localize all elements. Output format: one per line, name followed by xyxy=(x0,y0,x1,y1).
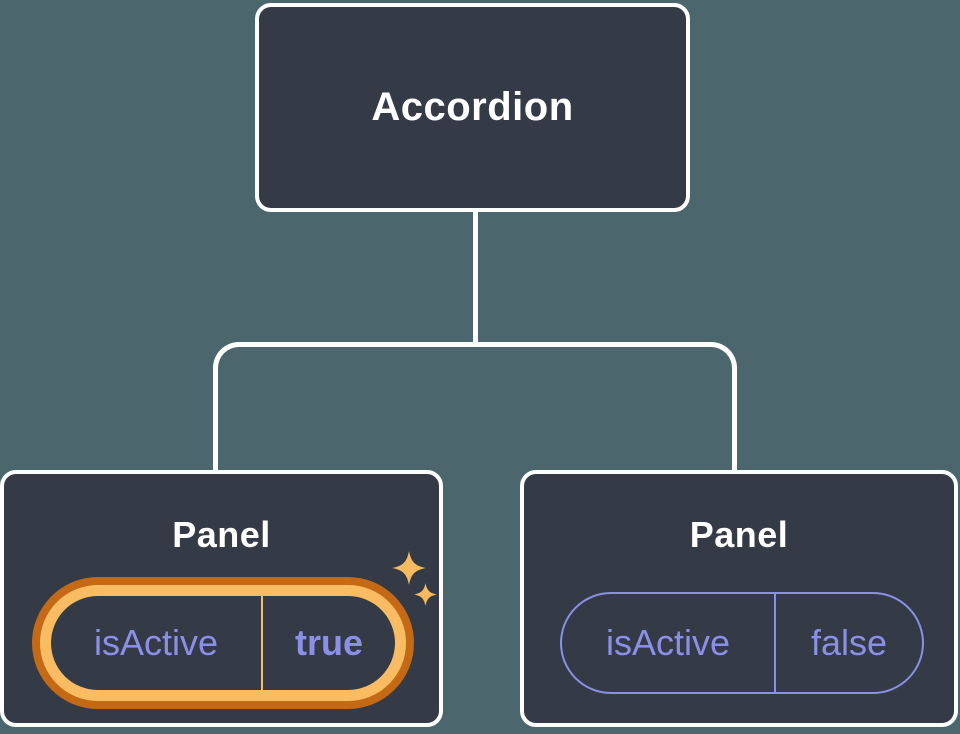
panel-node-label: Panel xyxy=(172,514,271,555)
prop-value-cell: false xyxy=(776,594,922,692)
panel-node-label: Panel xyxy=(689,514,789,555)
prop-value: true xyxy=(294,622,363,663)
panel-node-inactive: Panel isActive false xyxy=(520,470,958,727)
pill-divider xyxy=(261,596,263,690)
connector-stem xyxy=(473,210,478,347)
prop-pill-inactive: isActive false xyxy=(560,592,924,694)
accordion-node-label: Accordion xyxy=(371,85,574,129)
prop-pill-active-core: isActive true xyxy=(51,596,395,690)
prop-pill-active-inner-ring: isActive true xyxy=(40,585,406,701)
prop-value: false xyxy=(810,622,888,663)
accordion-node: Accordion xyxy=(255,3,690,212)
pill-divider xyxy=(774,594,776,692)
prop-name-cell: isActive xyxy=(51,596,261,690)
prop-name: isActive xyxy=(605,622,731,663)
prop-value-cell: true xyxy=(263,596,395,690)
sparkle-icon xyxy=(414,583,437,606)
prop-pill-active: isActive true xyxy=(32,577,414,709)
connector-branch xyxy=(213,342,737,470)
sparkle-icon xyxy=(392,551,426,585)
panel-node-active: Panel isActive true xyxy=(0,470,443,727)
prop-name-cell: isActive xyxy=(562,594,774,692)
prop-name: isActive xyxy=(93,622,219,663)
